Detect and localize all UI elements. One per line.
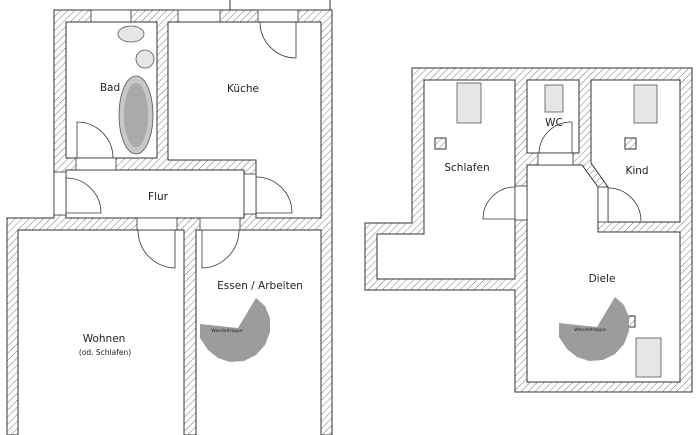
door-opening (597, 186, 609, 223)
door-wc[interactable] (538, 121, 573, 154)
door-kind[interactable] (607, 187, 642, 222)
ground-floor-plan: Wendeltreppe Bad Küche Flur Wohnen (od. … (6, 9, 333, 435)
stair-label: Wendeltreppe (574, 327, 606, 333)
bed-icon (635, 337, 662, 378)
label-essen-arbeiten: Essen / Arbeiten (217, 280, 303, 292)
window (177, 9, 221, 23)
door-wohnen[interactable] (137, 229, 176, 269)
chimney-icon (624, 137, 637, 150)
label-wc: WC (545, 117, 563, 129)
door-entrance[interactable] (65, 177, 102, 214)
window-top (229, 0, 331, 10)
door-opening (537, 152, 574, 166)
label-bad: Bad (100, 82, 120, 94)
door-kueche-flur[interactable] (255, 176, 293, 214)
bed-icon (456, 82, 482, 124)
door-opening (243, 173, 257, 215)
label-diele: Diele (589, 273, 616, 285)
door-opening (75, 157, 117, 171)
stair-label: Wendeltreppe (211, 328, 243, 334)
toilet-icon (117, 25, 145, 43)
label-wohnen: Wohnen (83, 333, 126, 345)
door-opening (136, 217, 178, 231)
door-opening (53, 171, 67, 216)
label-flur: Flur (148, 191, 169, 203)
door-schlafen[interactable] (482, 186, 516, 220)
label-kind: Kind (625, 165, 648, 177)
label-kueche: Küche (227, 83, 259, 95)
window (257, 9, 299, 23)
door-kueche-window[interactable] (259, 21, 297, 59)
label-schlafen: Schlafen (444, 162, 489, 174)
room-kueche (167, 21, 322, 219)
toilet-icon (544, 84, 564, 113)
door-bad[interactable] (76, 121, 114, 159)
upper-floor-plan: Wendeltreppe Schlafen WC Kind Diele (364, 67, 693, 393)
door-opening (514, 185, 528, 221)
room-schlafen (376, 79, 516, 280)
chimney-icon (434, 137, 447, 150)
window (90, 9, 132, 23)
bed-icon (633, 84, 658, 124)
label-wohnen-note: (od. Schlafen) (79, 348, 131, 357)
door-opening (199, 217, 241, 231)
room-wohnen (17, 229, 185, 435)
door-essen[interactable] (201, 229, 240, 269)
bathtub-basin (124, 83, 148, 147)
sink-icon (135, 49, 155, 69)
